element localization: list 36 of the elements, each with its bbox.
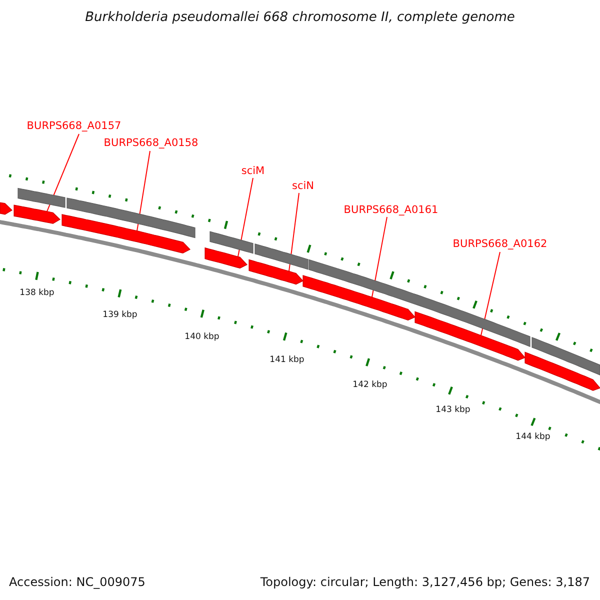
leader-line bbox=[372, 216, 388, 298]
gene-segment bbox=[524, 352, 600, 391]
gene-bar bbox=[254, 244, 308, 270]
gene-label: BURPS668_A0162 bbox=[452, 238, 548, 250]
footer-text: Topology: circular; Length: 3,127,456 bp; Genes: 3,187 bbox=[260, 575, 590, 589]
scale-label: 144 kbp bbox=[516, 432, 550, 442]
leader-line bbox=[46, 134, 80, 212]
footer-text: Accession: NC_009075 bbox=[9, 575, 146, 589]
leader-line bbox=[238, 178, 254, 258]
scale-label: 143 kbp bbox=[436, 405, 470, 415]
gene-bar bbox=[66, 198, 196, 238]
gene-segment bbox=[414, 311, 526, 361]
gene-segment bbox=[0, 202, 12, 215]
gene-segment bbox=[302, 275, 416, 321]
gene-segment bbox=[204, 247, 248, 269]
gene-segment bbox=[248, 259, 304, 285]
title: Burkholderia pseudomallei 668 chromosome II, complete genome bbox=[85, 10, 515, 25]
gene-bar bbox=[532, 336, 600, 376]
gene-segment bbox=[14, 204, 60, 224]
leader-line bbox=[136, 150, 150, 232]
gene-bar bbox=[18, 188, 66, 208]
gene-label: sciM bbox=[241, 165, 265, 177]
gene-segment bbox=[62, 214, 190, 254]
gene-label: BURPS668_A0157 bbox=[26, 120, 122, 132]
scale-label: 140 kbp bbox=[184, 332, 220, 342]
leader-line bbox=[288, 192, 300, 272]
scale-label: 142 kbp bbox=[352, 380, 388, 390]
leader-line bbox=[480, 252, 500, 336]
scale-label: 139 kbp bbox=[102, 310, 138, 320]
gene-label: BURPS668_A0161 bbox=[344, 204, 438, 216]
gene-label: sciN bbox=[292, 180, 314, 192]
scale-label: 141 kbp bbox=[270, 355, 304, 365]
gene-bar bbox=[308, 259, 530, 348]
scale-label: 138 kbp bbox=[20, 288, 54, 298]
gene-label: BURPS668_A0158 bbox=[104, 137, 198, 149]
gene-bar bbox=[210, 231, 254, 254]
